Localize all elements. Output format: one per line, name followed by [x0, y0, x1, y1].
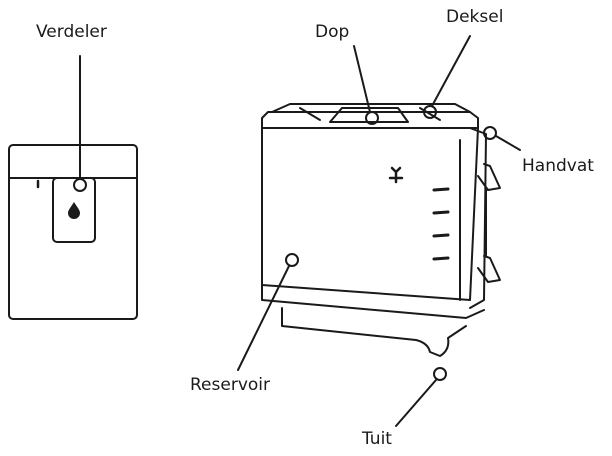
dispenser-slot: [52, 177, 96, 243]
tuit-leader-line: [395, 379, 437, 427]
dispenser-drop-icon: [68, 202, 80, 219]
tuit-callout-circle: [433, 367, 447, 381]
handvat-leader-line: [495, 135, 521, 151]
reservoir-leader-line: [237, 265, 290, 371]
lid-groove-left: [299, 107, 321, 121]
callouts: [237, 35, 521, 427]
reservoir-body: [261, 127, 479, 301]
dop-callout-circle: [365, 111, 379, 125]
reservoir-callout-circle: [285, 253, 299, 267]
label-reservoir: Reservoir: [190, 375, 270, 395]
front-logo-icon: [388, 166, 404, 184]
handle-bracket-top: [477, 163, 501, 191]
dispenser-body: [8, 144, 138, 320]
label-dop: Dop: [315, 22, 350, 42]
base-band: [261, 284, 485, 319]
side-panel: [469, 127, 487, 309]
dispenser-callout-circle: [73, 178, 87, 192]
lid-top-plate: [271, 103, 471, 113]
label-deksel: Deksel: [446, 7, 504, 27]
handvat-callout-circle: [483, 126, 497, 140]
vent-4: [432, 256, 450, 261]
spout-housing: [281, 307, 467, 357]
reservoir-unit: [261, 103, 501, 357]
deksel-callout-circle: [423, 105, 437, 119]
vent-1: [432, 187, 450, 192]
deksel-leader-line: [431, 35, 471, 107]
dispenser-unit: [8, 55, 138, 320]
lid-cap-recess: [329, 107, 409, 123]
label-tuit: Tuit: [362, 429, 392, 449]
dop-leader-line: [353, 45, 371, 113]
vent-2: [432, 210, 450, 215]
lid-rim: [261, 111, 479, 129]
label-verdeler: Verdeler: [36, 22, 107, 42]
vent-3: [432, 233, 450, 238]
label-handvat: Handvat: [522, 156, 594, 176]
handle-bracket-bottom: [477, 255, 501, 283]
